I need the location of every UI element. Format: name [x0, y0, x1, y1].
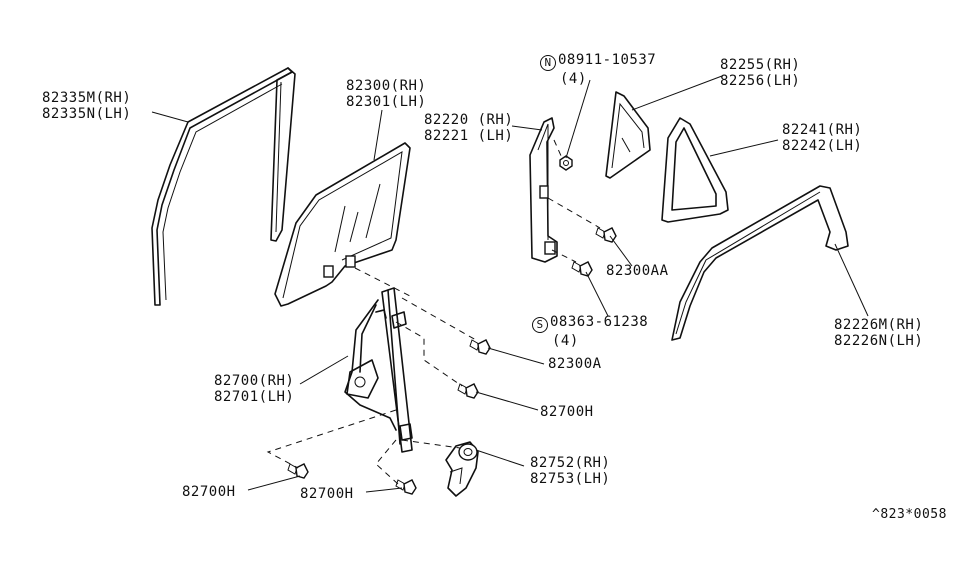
glass-run-seal-drawing [671, 185, 849, 341]
bolt-aa-lower-drawing [571, 261, 593, 277]
label-partition-sash: 82241(RH)82242(LH) [782, 122, 863, 154]
nut-symbol-icon: N [540, 55, 556, 71]
regulator-drawing [344, 287, 413, 453]
label-bolt-h-center: 82700H [300, 486, 354, 502]
motor-drawing [445, 441, 479, 497]
sash-bracket-drawing [529, 117, 558, 263]
label-bolt-h-mid: 82700H [540, 404, 594, 420]
partition-glass-drawing [605, 91, 651, 179]
label-motor: 82752(RH)82753(LH) [530, 455, 611, 487]
partition-sash-drawing [661, 117, 729, 223]
label-door-sash-seal: 82335M(RH)82335N(LH) [42, 90, 132, 122]
screw-symbol-icon: S [532, 317, 548, 333]
bolt-aa-upper-drawing [595, 227, 617, 243]
assembly-lines [266, 139, 601, 485]
door-glass-drawing [274, 142, 411, 307]
leader-lines [151, 75, 869, 493]
label-regulator: 82700(RH)82701(LH) [214, 373, 295, 405]
label-bolt-a: 82300A [548, 356, 602, 372]
label-door-glass: 82300(RH)82301(LH) [346, 78, 427, 110]
bolt-a-drawing [469, 339, 491, 355]
bolt-h-left-drawing [287, 463, 309, 479]
nut-drawing [559, 155, 573, 171]
label-bolt-aa: 82300AA [606, 263, 669, 279]
label-partition-glass: 82255(RH)82256(LH) [720, 57, 801, 89]
bolt-h-mid-drawing [457, 383, 479, 399]
label-sash-bracket: 82220 (RH)82221 (LH) [424, 112, 514, 144]
label-glass-run-seal: 82226M(RH)82226N(LH) [834, 317, 924, 349]
reference-code: ^823*0058 [872, 507, 947, 522]
bolt-h-center-drawing [395, 479, 417, 495]
door-sash-seal-drawing [151, 67, 296, 306]
label-bolt-h-left: 82700H [182, 484, 236, 500]
